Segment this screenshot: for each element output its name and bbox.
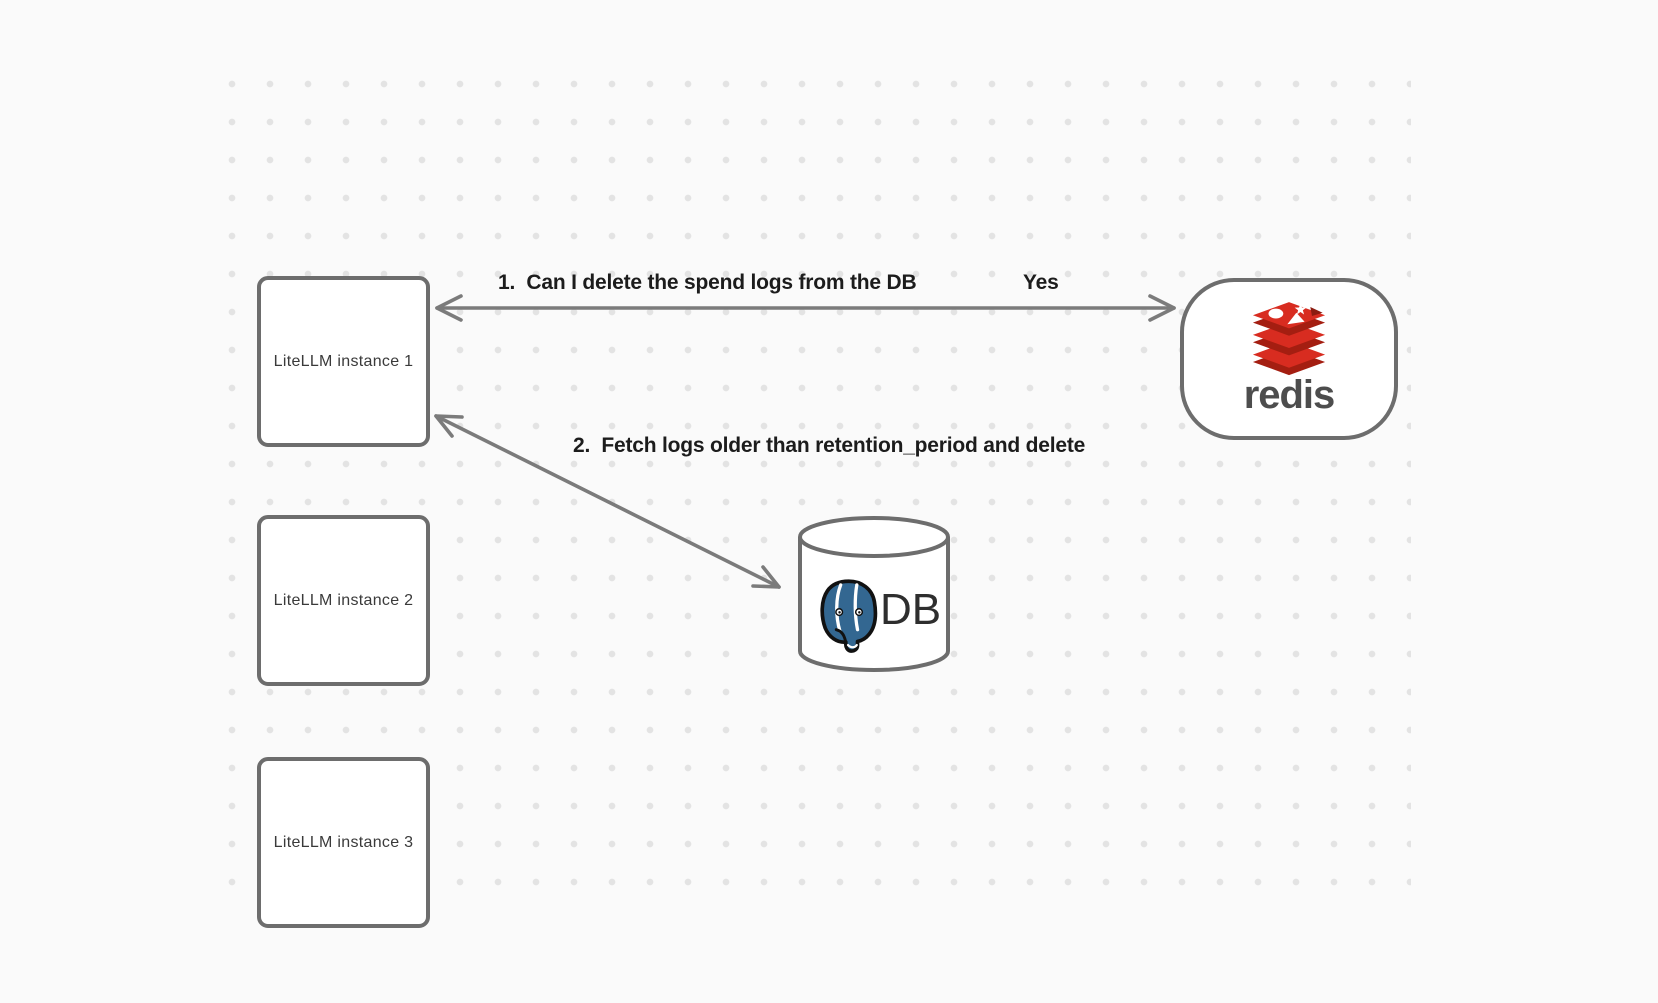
edge1-reply-label: Yes bbox=[1023, 271, 1059, 294]
node-label: LiteLLM instance 2 bbox=[273, 591, 414, 609]
postgresql-elephant-icon bbox=[820, 579, 878, 653]
node-label: LiteLLM instance 3 bbox=[273, 833, 414, 851]
edge2-label: 2. Fetch logs older than retention_perio… bbox=[573, 434, 1086, 457]
redis-wordmark: redis bbox=[1243, 373, 1336, 417]
node-litellm-instance-3[interactable]: LiteLLM instance 3 bbox=[257, 757, 430, 928]
node-litellm-instance-1[interactable]: LiteLLM instance 1 bbox=[257, 276, 430, 447]
node-redis[interactable]: redis bbox=[1180, 278, 1398, 440]
edge1-label: 1. Can I delete the spend logs from the … bbox=[498, 271, 917, 294]
node-database[interactable]: DB bbox=[794, 514, 954, 678]
redis-logo-icon bbox=[1252, 302, 1326, 376]
node-label: LiteLLM instance 1 bbox=[273, 352, 414, 370]
node-litellm-instance-2[interactable]: LiteLLM instance 2 bbox=[257, 515, 430, 686]
db-label: DB bbox=[880, 585, 942, 634]
